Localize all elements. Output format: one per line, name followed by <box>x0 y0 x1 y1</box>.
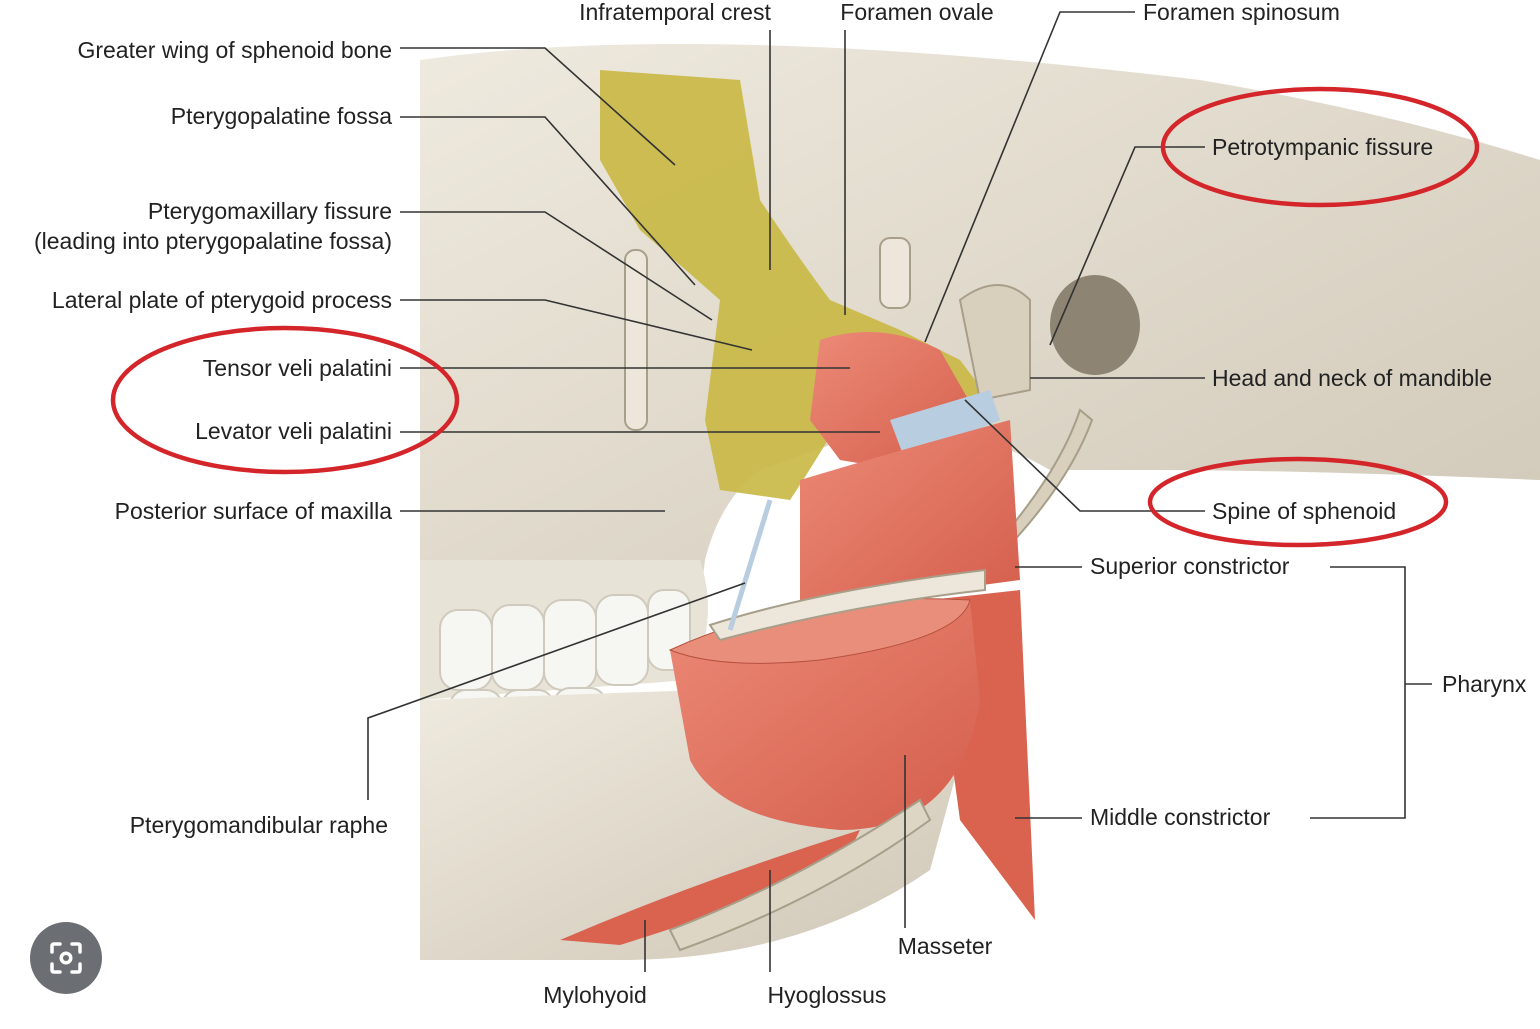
superior-constrictor-muscle <box>800 420 1020 610</box>
highlight-petrotympanic <box>1160 86 1480 208</box>
label-foramen-spinosum: Foramen spinosum <box>1143 0 1340 25</box>
label-petrotympanic-fissure: Petrotympanic fissure <box>1212 134 1433 160</box>
mylohyoid-muscle <box>560 830 860 945</box>
skull-illustration <box>420 44 1540 960</box>
lens-button[interactable] <box>30 922 102 994</box>
sphenoid-bone <box>600 70 990 500</box>
label-mylohyoid: Mylohyoid <box>543 982 647 1008</box>
label-tensor-veli: Tensor veli palatini <box>203 355 392 381</box>
labels: Infratemporal crest Foramen ovale Forame… <box>34 0 1527 1008</box>
masseter-bone-slice <box>708 568 986 642</box>
label-posterior-maxilla: Posterior surface of maxilla <box>115 498 393 524</box>
hyoid-bone <box>668 798 932 952</box>
label-head-neck-mandible: Head and neck of mandible <box>1212 365 1492 391</box>
lens-search-icon <box>50 942 82 974</box>
label-pterygomaxillary-fissure-sub: (leading into pterygopalatine fossa) <box>34 228 392 254</box>
highlight-circles <box>110 86 1480 548</box>
raphe-line <box>727 499 773 631</box>
label-foramen-ovale: Foramen ovale <box>840 0 993 25</box>
leader-lines <box>367 11 1432 972</box>
label-spine-sphenoid: Spine of sphenoid <box>1212 498 1396 524</box>
label-greater-wing: Greater wing of sphenoid bone <box>77 37 392 63</box>
ear-canal <box>1050 275 1140 375</box>
label-middle-constrictor: Middle constrictor <box>1090 804 1271 830</box>
zygomatic-process-cut <box>624 249 648 431</box>
label-infratemporal-crest: Infratemporal crest <box>579 0 771 25</box>
highlight-veli-palatini <box>110 325 460 475</box>
label-superior-constrictor: Superior constrictor <box>1090 553 1290 579</box>
label-pterygomaxillary-fissure: Pterygomaxillary fissure <box>148 198 392 224</box>
highlight-spine-sphenoid <box>1147 456 1449 548</box>
label-levator-veli: Levator veli palatini <box>195 418 392 444</box>
label-masseter: Masseter <box>898 933 993 959</box>
mandible-condyle <box>958 284 1031 402</box>
label-hyoglossus: Hyoglossus <box>768 982 887 1008</box>
label-pterygomandibular-raphe: Pterygomandibular raphe <box>130 812 388 838</box>
label-lateral-plate: Lateral plate of pterygoid process <box>52 287 392 313</box>
label-pharynx: Pharynx <box>1442 671 1527 697</box>
zygomatic-arch-cut <box>879 237 911 309</box>
label-pterygopalatine-fossa: Pterygopalatine fossa <box>171 103 392 129</box>
